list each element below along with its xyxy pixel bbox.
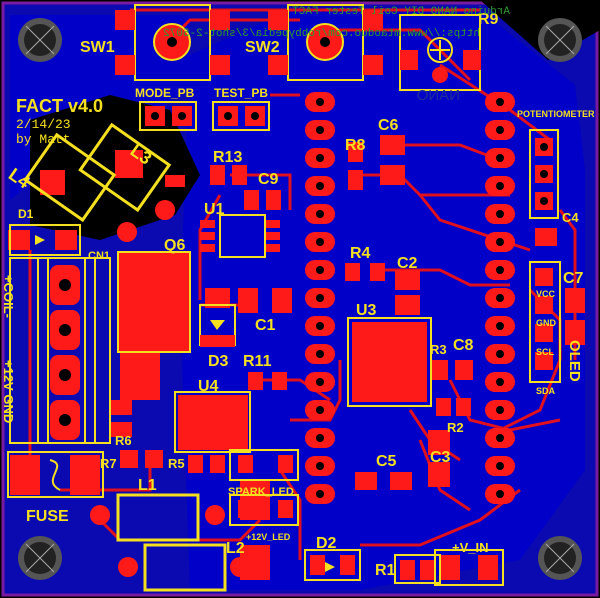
label-c7: C7 [563,270,584,287]
label-scl: SCL [536,347,555,357]
label-oled: OLED [566,340,583,382]
label-r7: R7 [100,456,117,471]
u3-outline [347,317,432,407]
label-r3: R3 [430,342,447,357]
label-v-in: +V_IN [452,540,489,555]
board-title: FACT v4.0 [16,96,103,116]
label-q6: Q6 [164,237,185,254]
label-r2: R2 [447,420,464,435]
trimpot-r9 [399,14,481,91]
label-fuse: FUSE [26,508,69,525]
board-date: 2/14/23 [16,117,71,132]
u4-pad [178,395,248,450]
label-sw2: SW2 [245,39,280,56]
label-u4: U4 [198,378,219,395]
label-d3: D3 [208,353,229,370]
nano-header-right [485,92,515,504]
u3-pad [352,322,427,402]
mode-pb-header [139,101,197,131]
label-d1: D1 [18,207,34,221]
u1-outline [219,214,266,258]
label-coil: +COIL- [1,275,16,318]
inductors-l3-l4 [23,122,172,223]
label-sda: SDA [536,386,556,396]
label-gnd: GND [536,318,557,328]
fuse [7,451,104,498]
q6-pad [118,252,190,352]
label-c5: C5 [376,453,397,470]
label-r9: R9 [478,11,499,28]
connector-cn1 [9,224,111,444]
label-test-pb: TEST_PB [214,86,268,100]
q6-outline [117,251,191,353]
label-c2: C2 [397,255,418,272]
label-12v-gnd: +12V GND [1,360,16,423]
label-sw1: SW1 [80,39,115,56]
label-mode-pb: MODE_PB [135,86,195,100]
label-vcc: VCC [536,289,556,299]
mirrored-nano: NANO [417,87,460,104]
label-c8: C8 [453,337,474,354]
label-c3: C3 [430,449,451,466]
label-c9: C9 [258,171,279,188]
mirrored-title: Arduino NANO DIY Coil Tester FACT [292,6,510,18]
board-author: by Matt [16,132,71,147]
label-r5: R5 [168,456,185,471]
label-u1: U1 [204,201,225,218]
q6-pad-2 [120,350,160,400]
mounting-holes [18,18,582,580]
switch-sw2 [268,4,383,81]
switch-sw1 [115,4,230,81]
oled-header [529,261,561,383]
label-r8: R8 [345,137,366,154]
label-spark-led: SPARK_LED [228,486,294,498]
diode-d3 [199,304,236,347]
label-c6: C6 [378,117,399,134]
test-pb-header [212,101,270,131]
label-cn1: CN1 [88,250,110,262]
label-c4: C4 [562,210,579,225]
label-r4: R4 [350,245,371,262]
label-r6: R6 [115,433,132,448]
spark-led [229,449,299,481]
potentiometer-header [529,129,559,219]
v-in-connector [434,549,504,586]
inductor-l1 [116,493,200,542]
label-c1: C1 [255,317,276,334]
nano-header-left [305,92,335,504]
resistor-r1 [394,554,441,584]
label-12v-led: +12V_LED [246,532,291,542]
label-potentiometer: POTENTIOMETER [517,109,595,119]
label-d2: D2 [316,535,337,552]
mirrored-url: https://www.mtaoduo.com/robbypedia/3/sho… [163,28,480,40]
label-r1: R1 [375,562,396,579]
inductor-l2 [143,543,227,592]
inductor-pads [90,200,250,577]
label-l1: L1 [138,477,157,494]
diode-d2 [304,549,361,581]
label-l2: L2 [226,540,245,557]
12v-led [229,494,299,526]
u4-outline [174,391,251,453]
label-r11: R11 [243,353,272,370]
smd-pads [8,135,585,580]
label-r13: R13 [213,149,242,166]
label-u3: U3 [356,302,377,319]
